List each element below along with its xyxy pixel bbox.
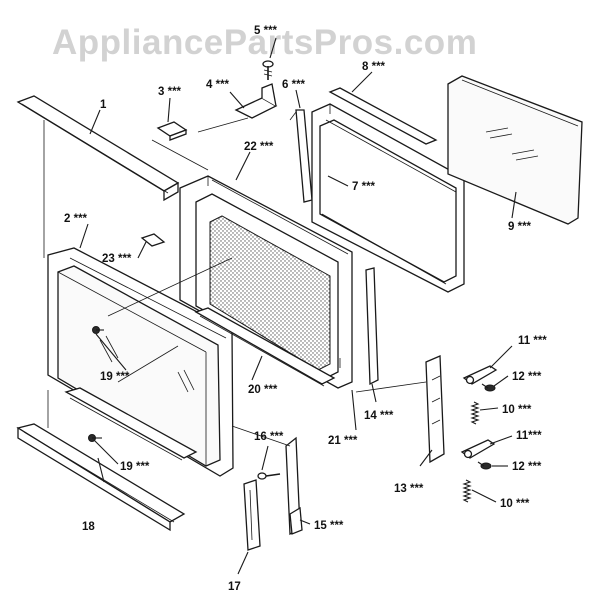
part-19-screw-lower[interactable] — [88, 434, 103, 442]
part-11-hinge-arm-lower[interactable] — [460, 439, 496, 459]
part-4-bracket[interactable] — [234, 83, 278, 119]
part-20-strip[interactable] — [194, 307, 336, 387]
callout-12b: 12 *** — [512, 461, 542, 473]
callout-15: 15 *** — [314, 520, 344, 532]
part-5-screw[interactable] — [262, 60, 274, 80]
part-1-top-trim[interactable] — [16, 95, 180, 202]
callout-10a: 10 *** — [502, 404, 532, 416]
part-17-end-cap[interactable] — [243, 479, 261, 551]
part-14-side-strip[interactable] — [365, 267, 379, 386]
part-23-clip[interactable] — [140, 233, 166, 247]
callout-4: 4 *** — [206, 79, 230, 91]
callout-18: 18 — [82, 521, 95, 533]
watermark-text: AppliancePartsPros.com — [52, 23, 477, 62]
callout-7: 7 *** — [352, 181, 376, 193]
callout-5: 5 *** — [254, 25, 278, 37]
callout-21: 21 *** — [328, 435, 358, 447]
callout-8: 8 *** — [362, 61, 386, 73]
part-3-clip[interactable] — [156, 121, 188, 141]
callout-13: 13 *** — [394, 483, 424, 495]
callout-12a: 12 *** — [512, 371, 542, 383]
part-19-screw-upper[interactable] — [92, 326, 105, 334]
callout-2: 2 *** — [64, 213, 88, 225]
callout-6: 6 *** — [282, 79, 306, 91]
part-15-handle-bracket[interactable] — [285, 436, 303, 536]
part-9-outer-glass[interactable] — [447, 75, 583, 225]
callout-3: 3 *** — [158, 86, 182, 98]
callout-10b: 10 *** — [500, 498, 530, 510]
callout-17: 17 — [228, 581, 241, 593]
callout-11b: 11*** — [516, 430, 542, 442]
part-12-pin-lower[interactable] — [477, 461, 492, 470]
callout-1: 1 — [100, 99, 107, 111]
part-22-door-liner[interactable] — [179, 175, 353, 389]
callout-19b: 19 *** — [120, 461, 150, 473]
callout-19a: 19 *** — [100, 371, 130, 383]
part-6-gasket-strip[interactable] — [295, 109, 313, 203]
callout-labels: 1 2 *** 3 *** 4 *** 5 *** 6 *** 7 *** 8 … — [64, 25, 547, 593]
part-10-spring-upper[interactable] — [470, 401, 480, 425]
callout-22: 22 *** — [244, 141, 274, 153]
callout-23: 23 *** — [102, 253, 132, 265]
part-8-top-strip[interactable] — [328, 87, 438, 145]
assembly-lines — [43, 111, 427, 447]
part-11-hinge-arm-upper[interactable] — [462, 365, 498, 385]
part-16-screw[interactable] — [257, 472, 281, 480]
part-2-door-frame[interactable] — [47, 247, 234, 477]
leader-lines — [79, 37, 517, 575]
callout-11a: 11 *** — [518, 335, 547, 347]
part-18-bottom-trim[interactable] — [16, 423, 186, 532]
callout-16: 16 *** — [254, 431, 284, 443]
callout-20: 20 *** — [248, 384, 278, 396]
callout-14: 14 *** — [364, 410, 394, 422]
part-13-hinge-bracket[interactable] — [425, 355, 445, 464]
part-7-inner-frame[interactable] — [311, 103, 465, 293]
part-12-pin-upper[interactable] — [481, 383, 496, 392]
part-10-spring-lower[interactable] — [462, 479, 472, 503]
callout-9: 9 *** — [508, 221, 532, 233]
